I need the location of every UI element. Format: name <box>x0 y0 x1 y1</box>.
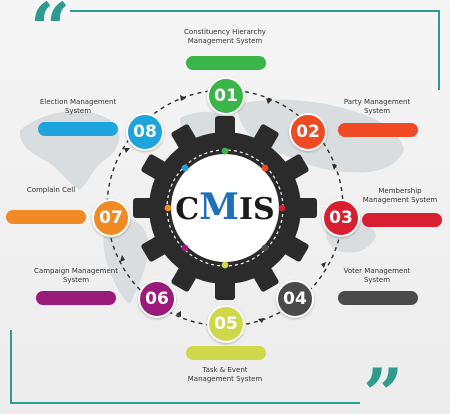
module-01-badge: 01 <box>207 77 245 115</box>
gear-icon <box>133 116 317 300</box>
cmis-logo: CMIS <box>165 186 285 228</box>
module-05-label: Task & Event Management System <box>187 366 263 383</box>
module-01-label: Constituency Hierarchy Management System <box>184 28 266 45</box>
module-01-bar <box>186 56 266 70</box>
module-07-bar <box>6 210 86 224</box>
module-02-label: Party Management System <box>343 98 411 115</box>
module-06-bar <box>36 291 116 305</box>
module-06-badge: 06 <box>138 280 176 318</box>
frame-top-line <box>70 10 440 12</box>
logo-c: C <box>175 192 200 227</box>
module-07-badge: 07 <box>92 199 130 237</box>
module-04-bar <box>338 291 418 305</box>
module-07-label: Complain Cell <box>26 186 76 194</box>
frame-right-line <box>438 10 440 90</box>
module-08-bar <box>38 122 118 136</box>
module-08-badge: 08 <box>126 113 164 151</box>
module-03-label: Membership Management System <box>362 187 438 204</box>
module-03-badge: 03 <box>322 199 360 237</box>
module-02-badge: 02 <box>289 113 327 151</box>
cycle-arrows <box>120 95 337 323</box>
frame-bottom-line <box>10 402 360 404</box>
module-04-label: Voter Management System <box>343 267 411 284</box>
module-02-bar <box>338 123 418 137</box>
frame-left-line <box>10 330 12 404</box>
module-04-badge: 04 <box>276 280 314 318</box>
module-06-label: Campaign Management System <box>34 267 118 284</box>
logo-is: IS <box>239 192 275 227</box>
module-05-badge: 05 <box>207 305 245 343</box>
module-03-bar <box>362 213 442 227</box>
module-08-label: Election Management System <box>39 98 117 115</box>
logo-m: M <box>199 186 240 228</box>
module-05-bar <box>186 346 266 360</box>
